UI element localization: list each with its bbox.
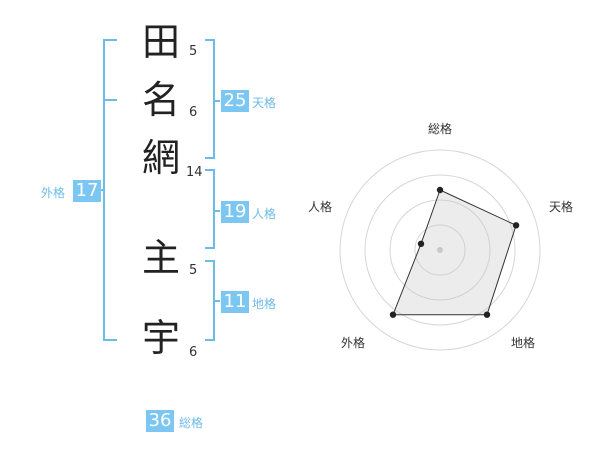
gaikaku-label: 外格	[41, 186, 66, 200]
stroke-count-3: 14	[186, 165, 203, 180]
jinkaku-label: 人格	[252, 207, 277, 221]
tenkaku-bracket	[205, 39, 215, 159]
radar-point-1	[436, 186, 444, 194]
tenkaku-label: 天格	[252, 96, 277, 110]
radar-axis-label-soukaku: 総格	[428, 122, 453, 136]
radar-ring-2	[389, 199, 491, 301]
jinkaku-value: 19	[221, 201, 249, 223]
jinkaku-bracket	[205, 169, 215, 249]
radar-point-3	[483, 311, 491, 318]
radar-point-4	[389, 311, 397, 318]
stroke-count-1: 5	[189, 44, 198, 59]
name-char-3: 網	[142, 136, 181, 180]
radar-ring-1	[414, 224, 466, 276]
radar-ring-4	[339, 149, 541, 351]
name-char-1: 田	[142, 20, 181, 64]
radar-center-dot	[437, 247, 443, 253]
radar-ring-3	[364, 174, 516, 326]
soukaku-value: 36	[146, 410, 174, 432]
name-char-4: 主	[142, 236, 181, 280]
radar-point-2	[512, 222, 520, 229]
tenkaku-value: 25	[221, 90, 249, 112]
soukaku-label: 総格	[179, 416, 204, 430]
radar-axis-label-chikaku: 地格	[511, 336, 536, 350]
stroke-count-4: 5	[189, 263, 198, 278]
radar-axis-label-jinkaku: 人格	[308, 200, 333, 214]
gaikaku-value: 17	[73, 180, 101, 202]
radar-point-5	[417, 240, 425, 247]
chikaku-label: 地格	[252, 297, 277, 311]
stroke-count-2: 6	[189, 105, 198, 120]
name-char-5: 宇	[142, 316, 181, 360]
radar-axis-label-gaikaku: 外格	[341, 336, 366, 350]
radar-area	[392, 189, 517, 316]
name-char-2: 名	[142, 78, 181, 122]
stroke-count-5: 6	[189, 345, 198, 360]
radar-axis-label-tenkaku: 天格	[549, 200, 574, 214]
chikaku-value: 11	[221, 291, 249, 313]
